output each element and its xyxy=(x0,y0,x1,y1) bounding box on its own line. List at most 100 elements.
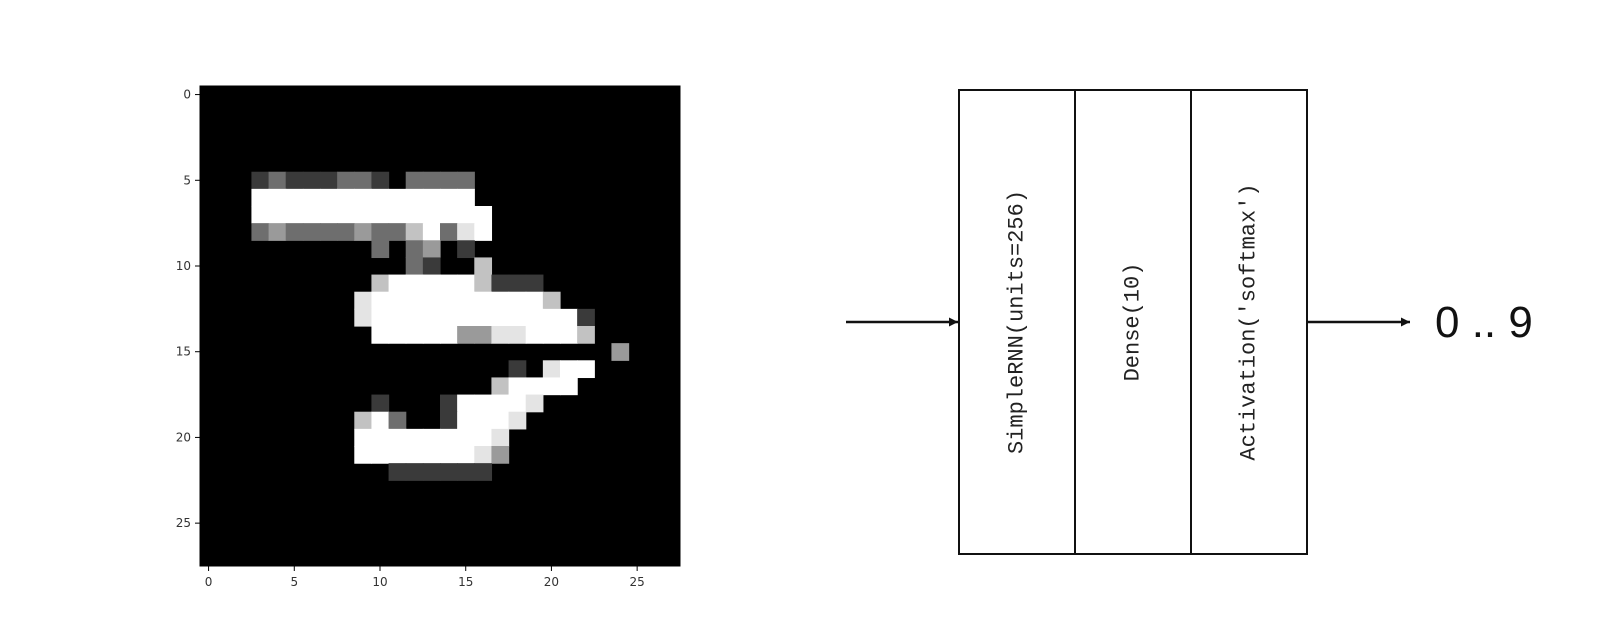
digit-pixel xyxy=(285,223,304,241)
digit-pixel xyxy=(405,326,424,344)
digit-pixel xyxy=(371,326,390,344)
digit-pixel xyxy=(560,360,578,379)
y-tick-label: 20 xyxy=(176,430,191,444)
digit-pixel xyxy=(320,206,338,224)
digit-pixel xyxy=(354,171,373,190)
digit-pixel xyxy=(457,223,475,241)
digit-pixel xyxy=(491,446,510,464)
digit-pixel xyxy=(491,377,510,396)
digit-pixel xyxy=(422,428,441,447)
digit-pixel xyxy=(405,463,424,481)
digit-pixel xyxy=(405,308,424,327)
digit-pixel xyxy=(388,446,407,464)
digit-pixel xyxy=(542,326,561,344)
digit-pixel xyxy=(577,360,595,379)
digit-pixel xyxy=(422,274,441,293)
digit-pixel xyxy=(508,394,527,413)
digit-pixel xyxy=(251,223,270,241)
digit-pixel xyxy=(474,411,493,430)
digit-pixel xyxy=(491,308,510,327)
digit-pixel xyxy=(371,428,390,447)
digit-pixel xyxy=(577,326,595,344)
digit-pixel xyxy=(457,274,475,293)
digit-pixel xyxy=(285,188,304,207)
digit-pixel xyxy=(508,360,527,379)
digit-pixel xyxy=(474,394,493,413)
digit-pixel xyxy=(491,274,510,293)
digit-pixel xyxy=(440,446,458,464)
digit-pixel xyxy=(542,377,561,396)
digit-pixel xyxy=(457,411,475,430)
digit-pixel xyxy=(474,257,493,276)
digit-pixel xyxy=(491,291,510,310)
digit-pixel xyxy=(405,171,424,190)
digit-pixel xyxy=(422,206,441,224)
digit-pixel xyxy=(457,206,475,224)
digit-pixel xyxy=(422,291,441,310)
digit-pixel xyxy=(405,291,424,310)
digit-pixel xyxy=(371,171,390,190)
digit-pixel xyxy=(371,188,390,207)
digit-pixel xyxy=(457,463,475,481)
digit-pixel xyxy=(491,428,510,447)
digit-pixel xyxy=(611,343,630,361)
digit-pixel xyxy=(405,446,424,464)
x-tick-label: 25 xyxy=(630,575,645,589)
digit-pixel xyxy=(405,188,424,207)
digit-pixel xyxy=(320,171,338,190)
digit-pixel xyxy=(457,240,475,259)
digit-pixel xyxy=(320,223,338,241)
digit-pixel xyxy=(474,308,493,327)
digit-pixel xyxy=(371,394,390,413)
digit-pixel xyxy=(474,206,493,224)
x-tick-label: 0 xyxy=(205,575,213,589)
digit-pixel xyxy=(440,326,458,344)
digit-pixel xyxy=(388,188,407,207)
digit-pixel xyxy=(371,206,390,224)
y-tick-label: 15 xyxy=(176,345,191,359)
digit-pixel xyxy=(542,308,561,327)
digit-pixel xyxy=(285,206,304,224)
digit-pixel xyxy=(388,308,407,327)
digit-pixel xyxy=(371,446,390,464)
y-tick-label: 25 xyxy=(176,516,191,530)
digit-pixel xyxy=(560,308,578,327)
digit-pixel xyxy=(251,188,270,207)
digit-pixel xyxy=(302,171,321,190)
digit-pixel xyxy=(457,188,475,207)
digit-pixel xyxy=(422,188,441,207)
digit-pixel xyxy=(302,188,321,207)
digit-pixel xyxy=(474,223,493,241)
digit-pixel xyxy=(440,394,458,413)
digit-pixel xyxy=(440,411,458,430)
digit-pixel xyxy=(388,274,407,293)
digit-pixel xyxy=(457,291,475,310)
x-tick-label: 20 xyxy=(544,575,559,589)
digit-pixel xyxy=(405,257,424,276)
digit-pixel xyxy=(440,206,458,224)
digit-pixel xyxy=(422,223,441,241)
digit-pixel xyxy=(525,308,544,327)
digit-pixel xyxy=(251,171,270,190)
plot-frame xyxy=(199,85,681,567)
layer-box-dense xyxy=(1074,89,1192,555)
digit-pixel xyxy=(354,291,373,310)
digit-pixel xyxy=(405,428,424,447)
digit-pixel xyxy=(542,291,561,310)
output-label: 0 .. 9 xyxy=(1435,298,1533,347)
digit-pixel xyxy=(542,360,561,379)
digit-pixel xyxy=(474,326,493,344)
digit-pixel xyxy=(337,223,355,241)
digit-pixel xyxy=(388,223,407,241)
digit-pixel xyxy=(525,291,544,310)
digit-pixel xyxy=(508,326,527,344)
digit-pixel xyxy=(354,188,373,207)
digit-pixel xyxy=(422,171,441,190)
digit-pixel xyxy=(560,326,578,344)
digit-pixel xyxy=(508,274,527,293)
layer-label-activation: Activation('softmax') xyxy=(1237,183,1262,460)
digit-image xyxy=(200,86,680,566)
layer-label-simplernn: SimpleRNN(units=256) xyxy=(1005,190,1030,454)
